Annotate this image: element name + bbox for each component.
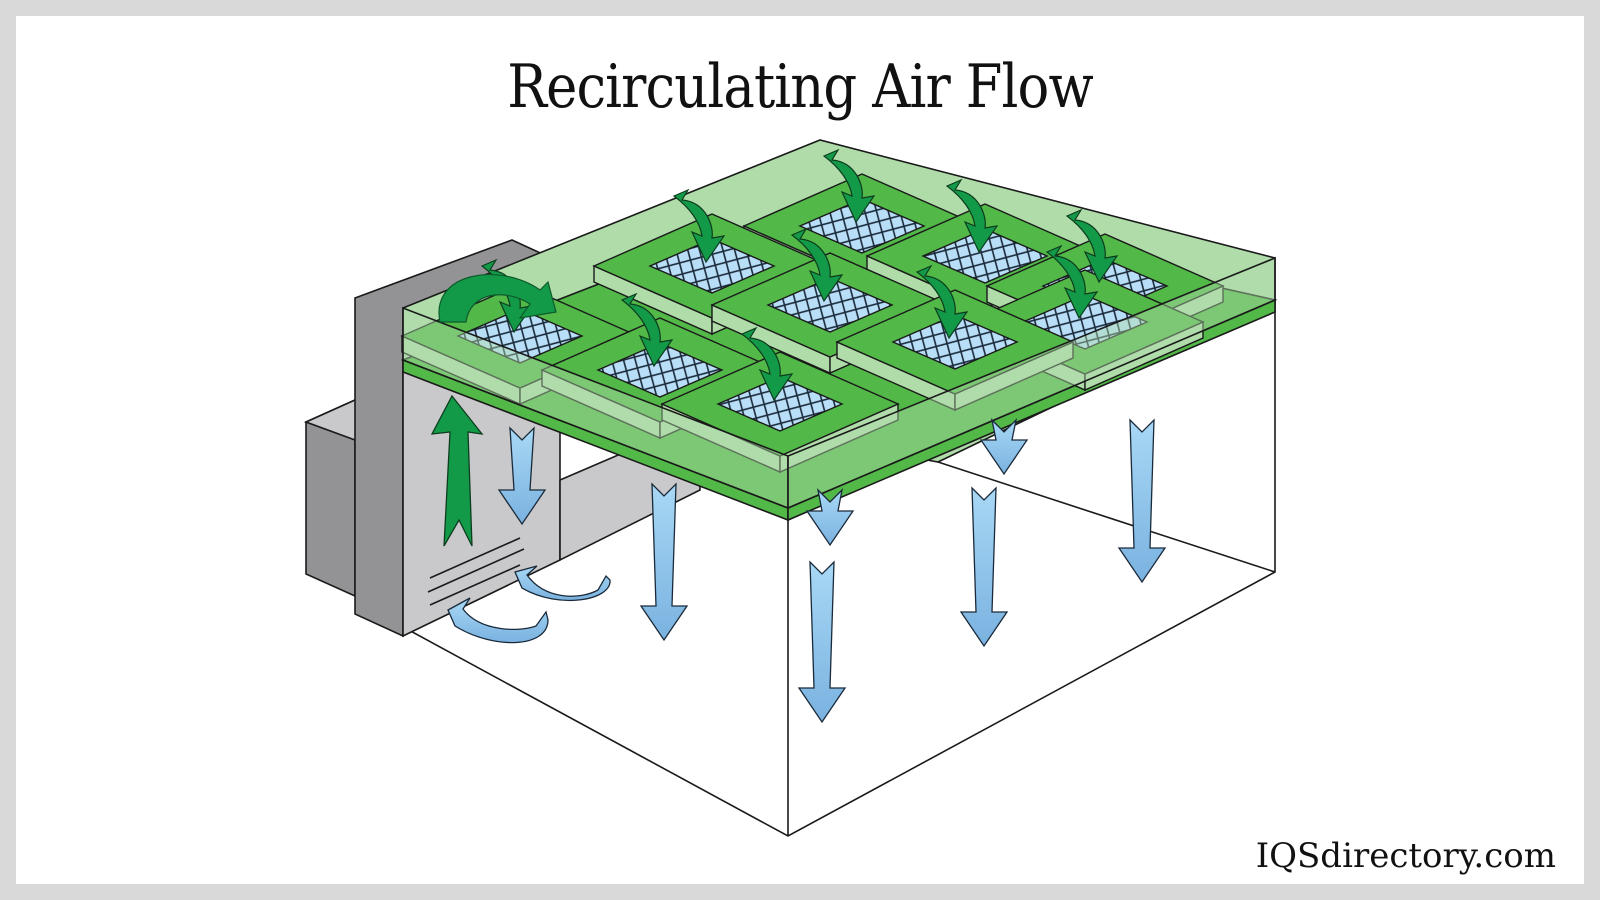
filter-module — [835, 289, 1075, 412]
filter-mesh — [596, 342, 724, 398]
filter-mesh — [648, 238, 776, 294]
hepa-filter-modules — [400, 173, 1225, 474]
grille-slat — [429, 564, 521, 606]
recirculation-arrow — [438, 274, 557, 323]
laminar-downflow-arrows — [497, 418, 1167, 724]
filter-mesh — [716, 376, 844, 432]
downflow-arrow — [797, 560, 847, 724]
plenum-front-wall-right — [787, 256, 1276, 510]
downflow-arrow — [1117, 418, 1167, 584]
return-intake-arrow — [447, 597, 549, 644]
plenum-front-walls — [402, 256, 1276, 510]
filter-supply-arrow — [740, 326, 794, 402]
filter-mesh — [891, 314, 1019, 370]
return-up-arrow — [430, 394, 484, 547]
grille-slat — [429, 537, 521, 579]
filter-supply-arrow — [790, 227, 844, 303]
downflow-arrow — [805, 488, 855, 547]
filter-supply-arrows — [480, 148, 1119, 402]
diagram-title: Recirculating Air Flow — [507, 52, 1093, 122]
return-grille — [427, 537, 525, 606]
filter-mesh — [921, 228, 1049, 284]
downflow-arrow — [959, 486, 1009, 648]
filter-mesh — [766, 277, 894, 333]
filter-mesh — [456, 308, 584, 364]
filter-supply-arrow — [915, 264, 969, 340]
return-intake-arrows — [447, 565, 611, 644]
filter-supply-arrow — [1045, 244, 1099, 320]
filter-supply-arrow — [945, 178, 999, 254]
downflow-arrow — [639, 482, 689, 642]
downflow-arrow — [497, 426, 547, 526]
downflow-arrow — [979, 418, 1029, 476]
filter-supply-arrow — [620, 292, 674, 368]
filter-supply-arrow — [822, 148, 876, 224]
return-intake-arrow — [514, 565, 611, 602]
brand-watermark: IQSdirectory.com — [1255, 836, 1556, 876]
filter-mesh — [798, 198, 926, 254]
cleanroom-space — [404, 300, 1276, 837]
filter-supply-arrow — [672, 188, 726, 264]
grille-slat — [427, 548, 525, 593]
filter-supply-arrow — [1065, 208, 1119, 284]
